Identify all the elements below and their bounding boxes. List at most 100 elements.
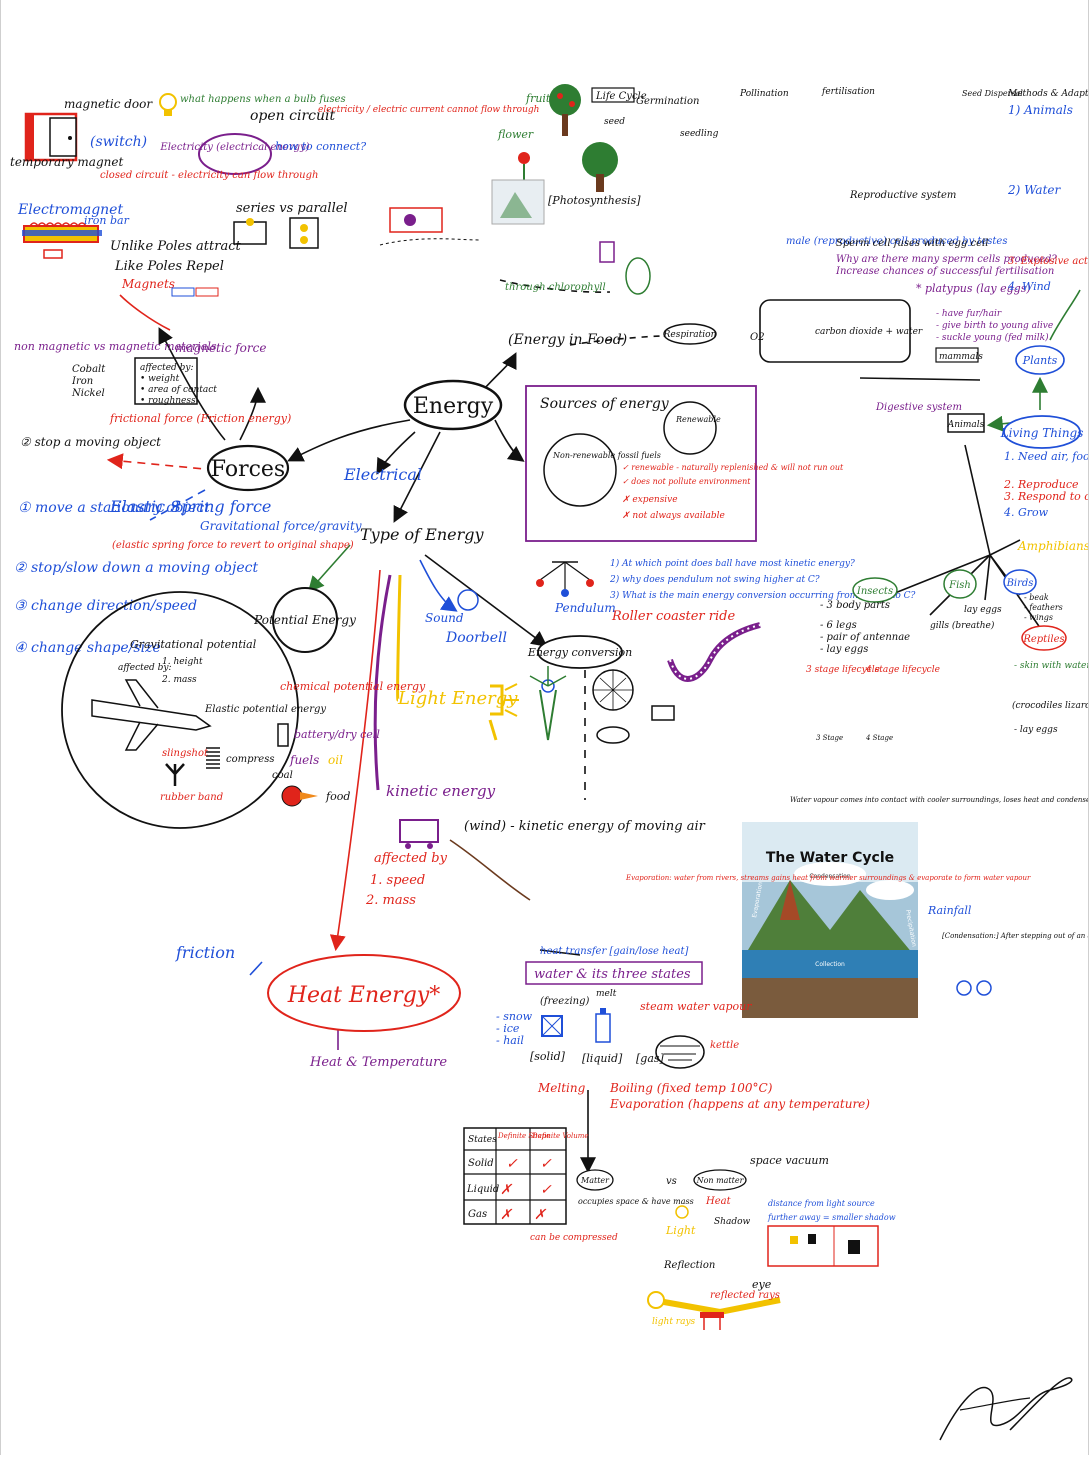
solid-label: [solid] xyxy=(530,1050,566,1063)
roller-coaster-label: Roller coaster ride xyxy=(611,609,735,624)
table-row-liquid-state: Liquid xyxy=(466,1184,499,1195)
forces-node[interactable]: Forces xyxy=(206,444,290,492)
compress-label: compress xyxy=(226,754,274,765)
pro-1: ✓ renewable - naturally replenished & wi… xyxy=(622,463,844,472)
reptiles-node[interactable]: Reptiles xyxy=(1021,625,1067,651)
wc-collection: Collection xyxy=(815,961,845,968)
pendulum-q2: 2) why does pendulum not swing higher at… xyxy=(609,574,820,585)
water-vapour-note: Water vapour comes into contact with coo… xyxy=(790,796,1089,804)
plants-node[interactable]: Plants xyxy=(1015,345,1065,375)
insect-trait-3: - pair of antennae xyxy=(820,632,910,643)
dispersal-wind: 4. Wind xyxy=(1007,280,1051,293)
light-bulb-icon xyxy=(488,683,519,741)
seed-label: seed xyxy=(604,117,625,127)
material-cobalt: Cobalt xyxy=(72,364,106,375)
bottle-icon xyxy=(595,1008,611,1043)
table-row-solid-shape: ✓ xyxy=(506,1156,518,1172)
seed-dispersal-label: Seed Dispersal xyxy=(962,89,1023,98)
connectors xyxy=(106,279,1081,1174)
like-poles-label: Like Poles Repel xyxy=(114,259,224,274)
energy-conversion-title: Energy conversion xyxy=(527,646,632,659)
ice-label: - ice xyxy=(496,1022,520,1035)
electricity-title: Electricity (electrical energy) xyxy=(159,142,309,153)
affected-by-label: affected by xyxy=(374,851,448,866)
living-things-node[interactable]: Living Things xyxy=(1000,415,1084,449)
affected-roughness: • roughness xyxy=(140,396,196,406)
gravitational-potential: Gravitational potential xyxy=(130,638,257,651)
water-cycle-image: The Water Cycle Condensation Collection … xyxy=(742,822,918,1018)
heat-temperature-label: Heat & Temperature xyxy=(309,1055,447,1070)
eye-label: eye xyxy=(752,1278,772,1291)
matter-title: Matter xyxy=(580,1176,610,1185)
electromagnet-label: Electromagnet xyxy=(17,202,123,218)
flower-label: flower xyxy=(497,128,534,141)
electrical-label: Electrical xyxy=(343,465,422,484)
table-row-solid-state: Solid xyxy=(468,1158,494,1169)
ice-cube-icon xyxy=(541,1015,563,1037)
platypus-label: * platypus (lay eggs) xyxy=(916,282,1031,295)
energy-conversion-node[interactable]: Energy conversion xyxy=(527,635,632,669)
affected-by-title: affected by: xyxy=(140,363,194,373)
energy-node[interactable]: Energy xyxy=(403,379,503,431)
electricity-node[interactable]: Electricity (electrical energy) xyxy=(159,133,310,175)
birds-node[interactable]: Birds xyxy=(1003,569,1037,595)
heat-energy-title: Heat Energy* xyxy=(287,983,440,1008)
insect-trait-4: - lay eggs xyxy=(820,644,868,655)
light-label: Light xyxy=(665,1224,696,1237)
why-many-label: Why are there many sperm cells produced? xyxy=(836,254,1057,265)
table-row-liquid-volume: ✓ xyxy=(540,1182,552,1198)
dispersal-explosive: 3. Explosive action (pods) xyxy=(1008,256,1089,267)
animals-node[interactable]: Animals xyxy=(947,413,985,433)
four-stage-small: 4 Stage xyxy=(865,734,893,742)
reptile-trait-3: - lay eggs xyxy=(1014,725,1058,735)
occupies-label: occupies space & have mass xyxy=(578,1197,694,1206)
rainfall-label: Rainfall xyxy=(927,904,972,917)
matter-node[interactable]: Matter xyxy=(576,1169,614,1191)
iron-bar-label: iron bar xyxy=(84,214,130,227)
insect-trait-2: - 6 legs xyxy=(820,620,857,631)
heat-energy-node[interactable]: Heat Energy* xyxy=(267,954,461,1032)
fish-trait-2: lay eggs xyxy=(964,605,1002,615)
respiration-flow-box: carbon dioxide + water xyxy=(759,299,923,363)
respiration-node[interactable]: Respiration xyxy=(663,323,717,345)
material-nickel: Nickel xyxy=(71,388,105,399)
sources-title: Sources of energy xyxy=(540,396,670,412)
increase-label: Increase chances of successful fertilisa… xyxy=(835,266,1054,277)
space-vacuum-label: space vacuum xyxy=(750,1154,829,1167)
amphibians-node[interactable]: Amphibians xyxy=(1017,539,1089,553)
reptile-trait-2: (crocodiles lizards) xyxy=(1012,700,1089,711)
rubber-band-label: rubber band xyxy=(160,792,223,803)
water-cycle-title: The Water Cycle xyxy=(766,850,894,866)
food-icon xyxy=(281,785,318,807)
roller-cart-drawing xyxy=(399,819,531,901)
potential-energy-node[interactable]: Potential Energy xyxy=(253,587,356,653)
battery-icon xyxy=(277,723,289,747)
shadow-experiment-box xyxy=(767,1225,879,1267)
gravitational-force: Gravitational force/gravity xyxy=(200,519,362,533)
four-stage: 4 stage lifecycle xyxy=(865,665,940,675)
table-row-gas-volume: ✗ xyxy=(534,1207,547,1223)
dispersal-animals: 1) Animals xyxy=(1008,103,1073,117)
insects-node[interactable]: Insects xyxy=(852,577,898,603)
need-4: 4. Grow xyxy=(1003,506,1049,519)
sound-icon xyxy=(457,589,479,611)
toaster-icon xyxy=(651,705,675,721)
energy-in-food-node[interactable]: (Energy in Food) xyxy=(508,332,627,348)
fish-node[interactable]: Fish xyxy=(943,569,977,599)
affected-area: • area of contact xyxy=(140,385,217,395)
how-to-connect: how to connect? xyxy=(275,140,366,153)
vs-label: vs xyxy=(666,1176,677,1187)
table-row-gas-state: Gas xyxy=(468,1209,487,1220)
non-matter-node[interactable]: Non matter xyxy=(693,1169,747,1191)
force-use-2: ② stop/slow down a moving object xyxy=(14,560,258,576)
fish-trait-1: gills (breathe) xyxy=(930,620,995,631)
food-label: food xyxy=(325,790,350,803)
wc-condensation: Condensation xyxy=(809,873,850,880)
mammal-trait-1: - have fur/hair xyxy=(936,309,1002,319)
evaporation-note: Evaporation: water from rivers, streams … xyxy=(625,874,1031,882)
table-row-gas-shape: ✗ xyxy=(500,1207,513,1223)
fertilisation-label: fertilisation xyxy=(821,87,875,97)
gas-label: [gas] xyxy=(636,1052,665,1065)
